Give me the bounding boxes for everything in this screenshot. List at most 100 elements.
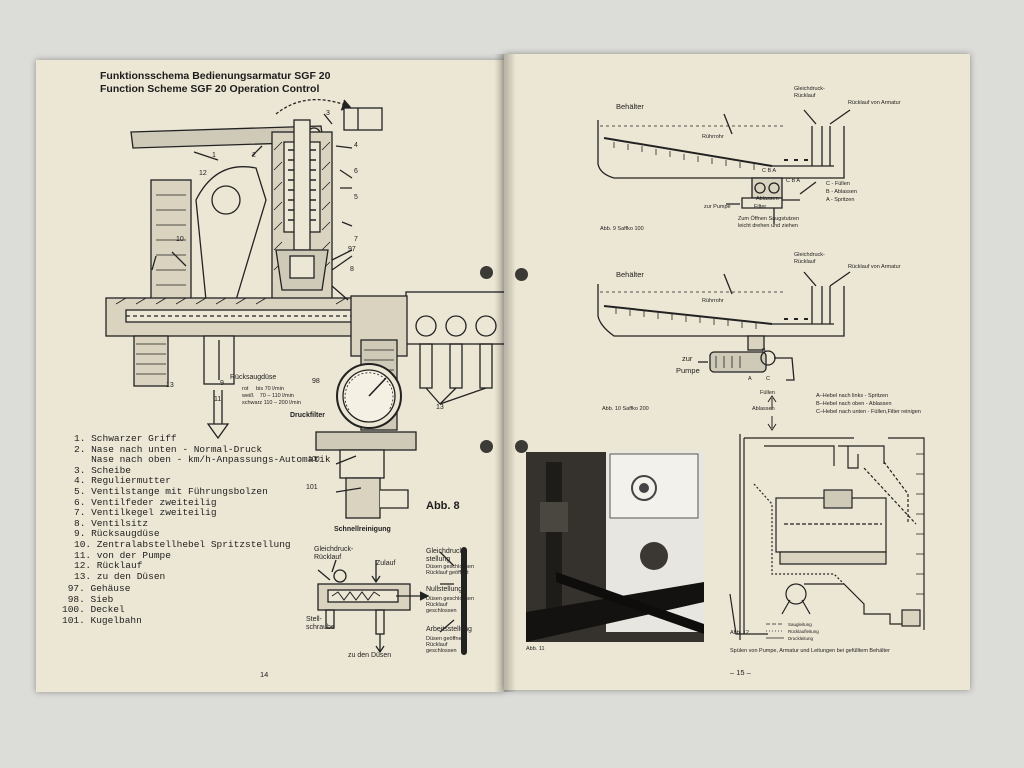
fig10-key: A–Hebel nach links - Spritzen B–Hebel na…: [816, 392, 921, 416]
fig9-ablassen: Ablassen: [756, 196, 779, 202]
label-11: 11: [214, 396, 222, 403]
fig9-ruehrrohr: Rührrohr: [702, 134, 724, 140]
valve-stellschraube: Stell-schraube: [306, 616, 335, 631]
valve-arbeit-sub: Düsen geöffnet Rücklauf geschlossen: [426, 636, 464, 654]
fig12-circuit-diagram: [729, 434, 925, 640]
fig9-zur-pumpe: zur Pumpe: [704, 204, 731, 210]
label-6: 6: [354, 168, 358, 175]
page-number-left: 14: [260, 670, 269, 679]
fig9-cba-2: C B A: [786, 178, 801, 184]
nozzle-schwarz: schwarz 110 – 200 l/min: [242, 400, 301, 406]
fig10-gleichdruck-ruecklauf: Gleichdruck-Rücklauf: [794, 252, 825, 265]
legend-item: 2. Nase nach unten - Normal-Druck: [74, 443, 263, 455]
title-de: Funktionsschema Bedienungsarmatur SGF 20: [100, 70, 331, 82]
label-4: 4: [354, 142, 358, 149]
legend-item: 3. Scheibe: [74, 464, 132, 476]
fig9-gleichdruck-ruecklauf: Gleichdruck-Rücklauf: [794, 86, 825, 99]
fig10-zur: zur: [682, 354, 693, 363]
label-5: 5: [354, 194, 358, 201]
valve-gleichdruck-ruecklauf: Gleichdruck-Rücklauf: [314, 546, 354, 561]
valve-zulauf: Zulauf: [376, 560, 396, 567]
legend-item: 13. zu den Düsen: [74, 570, 166, 582]
fig10-b-hebel: B–Hebel nach oben - Ablassen: [816, 401, 892, 407]
fig11-photo-image: [526, 452, 704, 642]
fig10-c-hebel: C–Hebel nach unten - Füllen,Filter reini…: [816, 409, 921, 415]
ruecksaugduese-label: Rücksaugdüse: [230, 374, 277, 381]
valve-position-diagram: [317, 547, 467, 655]
fig9-tank-diagram: [597, 109, 851, 224]
label-13a: 13: [166, 382, 174, 389]
legend-item: 7. Ventilkegel zweiteilig: [74, 507, 217, 519]
fig12-bottom-caption: Spülen von Pumpe, Armatur und Leitungen …: [730, 648, 890, 654]
valve-gleichdruckstellung: Gleichdruck-stellung: [426, 548, 466, 563]
fig9-a-spritzen: A - Spritzen: [826, 197, 855, 203]
fig12-caption: Abb. 12: [730, 630, 749, 636]
legend-item: 101. Kugelbahn: [62, 614, 142, 626]
fig9-behaelter: Behälter: [616, 102, 644, 111]
legend-item: 1. Schwarzer Griff: [74, 433, 177, 444]
valve-nullstellung: Nullstellung: [426, 586, 463, 593]
fig10-pumpe: Pumpe: [676, 366, 700, 375]
label-98: 98: [312, 378, 320, 385]
punch-hole: [515, 268, 528, 281]
punch-hole: [515, 440, 528, 453]
legend-list-2: 97. Gehäuse 98. Sieb 100. Deckel 101. Ku…: [62, 583, 142, 626]
legend-item: 12. Rücklauf: [74, 560, 143, 572]
punch-hole: [480, 440, 493, 453]
legend-item: 100. Deckel: [62, 604, 125, 616]
legend-item: 6. Ventilfeder zweiteilig: [74, 496, 217, 508]
fig9-filter: Filter: [754, 204, 767, 210]
label-97: 97: [348, 246, 356, 253]
fig10-c: C: [766, 376, 770, 382]
legend-item: 4. Reguliermutter: [74, 475, 171, 487]
label-101: 101: [306, 484, 318, 491]
label-12: 12: [199, 170, 207, 177]
fig9-oeffnen-2: leicht drehen und ziehen: [738, 223, 798, 229]
left-page: Funktionsschema Bedienungsarmatur SGF 20…: [36, 60, 517, 692]
schnellreinigung-label: Schnellreinigung: [334, 526, 391, 533]
operation-control-diagram: [105, 99, 517, 519]
abb8-label: Abb. 8: [426, 500, 460, 512]
legend-item: 97. Gehäuse: [62, 583, 131, 594]
label-10: 10: [176, 236, 184, 243]
legend-item: Nase nach oben - km/h-Anpassungs-Automat…: [74, 454, 331, 466]
label-9: 9: [220, 380, 224, 387]
legend-item: 10. Zentralabstellhebel Spritzstellung: [74, 538, 291, 550]
valve-null-sub: Düsen geschlossen Rücklauf geschlossen: [426, 596, 475, 614]
fig12-key: Saugleitung Rücklaufleitung Druckleitung: [788, 621, 819, 642]
label-7: 7: [354, 236, 358, 243]
book-gutter: [494, 54, 516, 692]
fig10-a: A: [748, 376, 752, 382]
right-page: Behälter Gleichdruck-Rücklauf Rücklauf v…: [504, 54, 970, 690]
fig10-tank-diagram: [597, 271, 851, 431]
fig9-oeffnen-1: Zum Öffnen Saugstutzen: [738, 216, 800, 222]
label-1: 1: [212, 152, 216, 159]
legend-item: 8. Ventilsitz: [74, 517, 149, 529]
valve-zu-den-duesen: zu den Düsen: [348, 652, 392, 659]
fig10-caption: Abb. 10 Saffko 200: [602, 406, 649, 412]
legend-item: 5. Ventilstange mit Führungsbolzen: [74, 485, 268, 497]
valve-gleich-sub: Düsen geschlossen Rücklauf geöffnet: [426, 564, 475, 576]
page-number-right: – 15 –: [730, 668, 751, 677]
legend-item: 9. Rücksaugdüse: [74, 528, 160, 540]
fig10-behaelter: Behälter: [616, 270, 644, 279]
label-3: 3: [326, 110, 330, 117]
valve-arbeitsstellung: Arbeitsstellung: [426, 626, 472, 633]
title-en: Function Scheme SGF 20 Operation Control: [100, 83, 320, 95]
fig10-fuellen: Füllen: [760, 390, 775, 396]
fig9-caption: Abb. 9 Saffko 100: [600, 226, 644, 232]
fig10-ruehrrohr: Rührrohr: [702, 298, 724, 304]
fig11-caption: Abb. 11: [526, 646, 545, 652]
nozzle-weiss: weiß 70 – 110 l/min: [242, 393, 294, 399]
label-2: 2: [252, 152, 256, 159]
fig11-photo: [526, 452, 704, 642]
fig10-ablassen: Ablassen: [752, 406, 775, 412]
fig10-a-hebel: A–Hebel nach links - Spritzen: [816, 393, 889, 399]
druckfilter-label: Druckfilter: [290, 412, 326, 419]
fig10-ruecklauf-armatur: Rücklauf von Armatur: [848, 264, 901, 270]
nozzle-rot: rot bis 70 l/min: [242, 386, 284, 392]
punch-hole: [480, 266, 493, 279]
fig12-key-1: Saugleitung: [788, 622, 812, 627]
fig12-key-2: Rücklaufleitung: [788, 629, 819, 634]
